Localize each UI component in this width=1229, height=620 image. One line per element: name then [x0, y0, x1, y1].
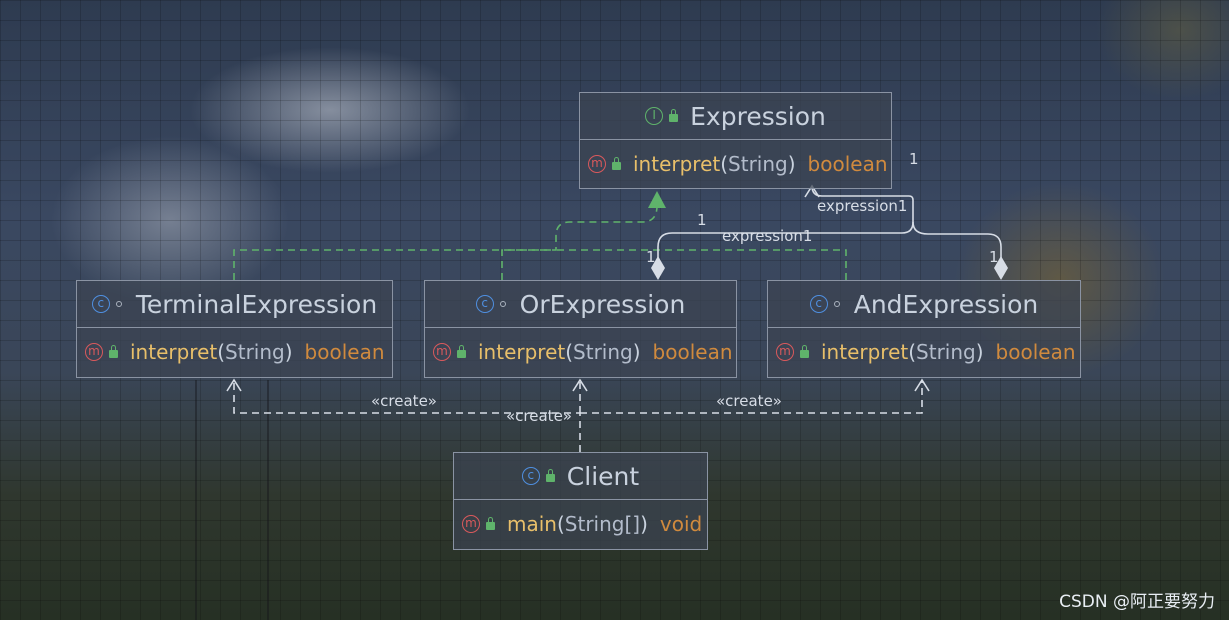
class-header: c Client	[454, 453, 707, 500]
package-visibility-icon	[833, 301, 840, 307]
aggregation-diamond-and	[994, 256, 1008, 280]
method-icon: m	[588, 155, 606, 173]
public-lock-icon	[612, 157, 621, 170]
create-arrowhead	[572, 378, 588, 392]
realization-line	[233, 205, 658, 280]
method-icon: m	[462, 515, 480, 533]
public-lock-icon	[545, 469, 555, 482]
create-line	[580, 380, 923, 414]
public-lock-icon	[486, 517, 495, 530]
public-lock-icon	[109, 345, 118, 358]
create-label: «create»	[371, 392, 437, 410]
method-param: String	[573, 340, 633, 364]
aggregation-diamond-or	[651, 256, 665, 280]
method-param: String	[916, 340, 976, 364]
class-header: I Expression	[580, 93, 891, 140]
class-icon: c	[809, 295, 828, 313]
class-name: AndExpression	[853, 289, 1039, 319]
return-type: boolean	[807, 152, 888, 176]
watermark: CSDN @阿正要努力	[1059, 592, 1215, 612]
method-icon: m	[776, 343, 794, 361]
multiplicity-label: 1	[697, 211, 707, 229]
class-header: c TerminalExpression	[77, 281, 392, 328]
create-arrowhead	[226, 378, 242, 392]
method-name: interpret	[821, 340, 909, 364]
method-row[interactable]: m interpret(String) boolean	[425, 328, 736, 376]
class-name: OrExpression	[519, 289, 686, 319]
class-name: Client	[566, 461, 640, 491]
class-client[interactable]: c Client m main(String[]) void	[453, 452, 708, 550]
create-label: «create»	[716, 392, 782, 410]
class-or-expression[interactable]: c OrExpression m interpret(String) boole…	[424, 280, 737, 378]
class-icon: c	[91, 295, 110, 313]
package-visibility-icon	[115, 301, 122, 307]
package-visibility-icon	[499, 301, 506, 307]
public-lock-icon	[800, 345, 809, 358]
return-type: boolean	[652, 340, 733, 364]
class-icon: c	[475, 295, 494, 313]
role-label: expression1	[722, 227, 813, 245]
create-arrowhead	[914, 378, 930, 392]
class-name: Expression	[690, 101, 826, 131]
create-label: «create»	[506, 407, 572, 425]
method-icon: m	[85, 343, 103, 361]
method-icon: m	[433, 343, 451, 361]
aggregation-line-and	[912, 221, 1002, 262]
public-lock-icon	[457, 345, 466, 358]
method-row[interactable]: m interpret(String) boolean	[580, 140, 891, 188]
realization-arrowhead	[648, 191, 666, 208]
method-row[interactable]: m main(String[]) void	[454, 500, 707, 548]
multiplicity-label: 1	[909, 150, 919, 168]
method-row[interactable]: m interpret(String) boolean	[768, 328, 1080, 376]
realization-line	[556, 249, 847, 280]
method-name: interpret	[633, 152, 721, 176]
multiplicity-label: 1	[989, 248, 999, 266]
method-param: String	[225, 340, 285, 364]
method-param: String	[728, 152, 788, 176]
public-lock-icon	[669, 109, 679, 122]
return-type: boolean	[995, 340, 1076, 364]
realization-line	[501, 249, 556, 280]
method-row[interactable]: m interpret(String) boolean	[77, 328, 392, 376]
class-terminal-expression[interactable]: c TerminalExpression m interpret(String)…	[76, 280, 393, 378]
method-name: interpret	[478, 340, 566, 364]
create-line	[233, 380, 581, 452]
class-and-expression[interactable]: c AndExpression m interpret(String) bool…	[767, 280, 1081, 378]
role-label: expression1	[817, 197, 908, 215]
return-type: void	[659, 512, 703, 536]
class-name: TerminalExpression	[135, 289, 378, 319]
method-param: String[]	[564, 512, 641, 536]
class-header: c AndExpression	[768, 281, 1080, 328]
class-header: c OrExpression	[425, 281, 736, 328]
method-name: main	[507, 512, 557, 536]
return-type: boolean	[304, 340, 385, 364]
class-expression[interactable]: I Expression m interpret(String) boolean	[579, 92, 892, 189]
multiplicity-label: 1	[646, 248, 656, 266]
method-name: interpret	[130, 340, 218, 364]
interface-icon: I	[645, 107, 664, 125]
class-icon: c	[521, 467, 540, 485]
